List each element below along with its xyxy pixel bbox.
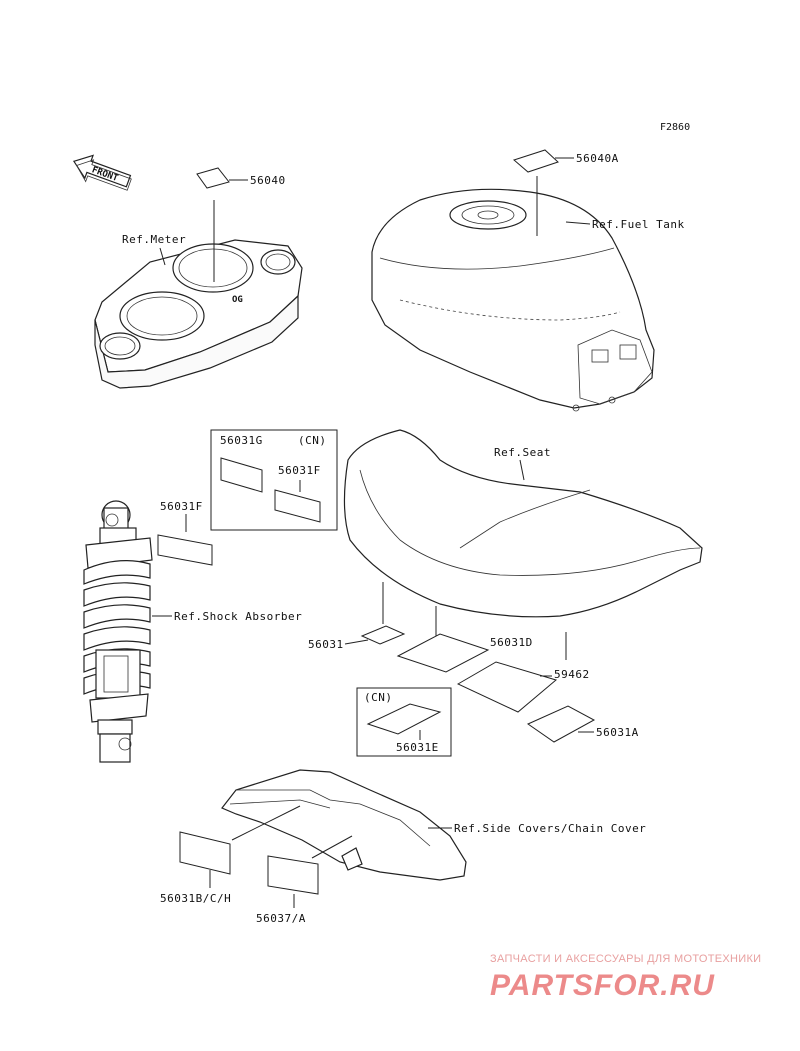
watermark-tagline: ЗАПЧАСТИ И АКСЕССУАРЫ ДЛЯ МОТОТЕХНИКИ: [490, 953, 761, 965]
ref-shock-absorber-label: Ref.Shock Absorber: [174, 610, 302, 623]
label-sheet-56031E: [366, 703, 442, 735]
figure-code: F2860: [660, 122, 690, 133]
part-number-56031: 56031: [308, 638, 344, 651]
label-sheet-56031G: [220, 457, 263, 493]
ref-fuel-tank-label: Ref.Fuel Tank: [592, 218, 685, 231]
cn-tag-top: (CN): [298, 434, 327, 447]
part-number-56031F: 56031F: [160, 500, 203, 513]
meter-part: OG: [94, 239, 303, 389]
part-number-56040: 56040: [250, 174, 286, 187]
fuel-tank-part: [371, 188, 655, 412]
label-sheet-56040: [196, 167, 230, 189]
cn-tag-bottom: (CN): [364, 691, 393, 704]
cn-label-box-bottom: (CN) 56031E: [356, 687, 452, 757]
watermark-brand: PARTSFOR.RU: [490, 969, 715, 1002]
label-sheet-56031D: [396, 633, 490, 673]
ref-seat-label: Ref.Seat: [494, 446, 551, 459]
side-cover-chain-cover-part: [221, 769, 467, 881]
front-arrow-icon: FRONT: [72, 154, 132, 191]
seat-part: [343, 429, 703, 618]
cn-label-box-top: 56031G (CN) 56031F: [210, 429, 338, 531]
label-sheet-59462: [456, 661, 558, 713]
ref-side-covers-label: Ref.Side Covers/Chain Cover: [454, 822, 646, 835]
label-sheet-56031F-box: [274, 489, 321, 523]
part-number-56037A: 56037/A: [256, 912, 306, 925]
ref-meter-label: Ref.Meter: [122, 233, 186, 246]
part-number-56031A: 56031A: [596, 726, 639, 739]
part-number-59462: 59462: [554, 668, 590, 681]
part-number-56031BCH: 56031B/C/H: [160, 892, 231, 905]
part-number-56040A: 56040A: [576, 152, 619, 165]
shock-absorber-part: [83, 500, 153, 763]
part-number-56031D: 56031D: [490, 636, 533, 649]
label-sheet-56031BCH: [179, 831, 231, 875]
label-sheet-56037A: [267, 855, 319, 895]
label-sheet-56031: [360, 625, 406, 645]
label-sheet-56031F: [157, 534, 213, 566]
label-sheet-56031A: [526, 705, 596, 743]
part-number-56031G: 56031G: [220, 434, 263, 447]
part-number-56031E: 56031E: [396, 741, 439, 754]
meter-badge: OG: [232, 295, 243, 305]
part-number-56031F-box: 56031F: [278, 464, 321, 477]
label-sheet-56040A: [512, 149, 559, 173]
